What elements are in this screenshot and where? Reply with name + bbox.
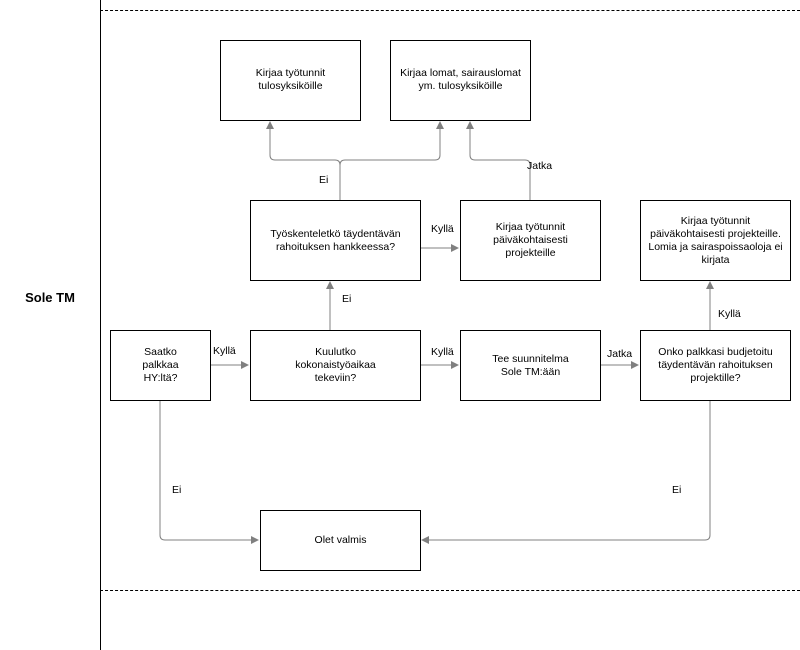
node-make-plan: Tee suunnitelma Sole TM:ään: [460, 330, 601, 401]
edge-budget-no: [421, 400, 711, 544]
node-done: Olet valmis: [260, 510, 421, 571]
edge-project-no-left: [266, 121, 341, 200]
node-salary-from-hy: Saatko palkkaa HY:ltä?: [110, 330, 211, 401]
label-budget-yes: Kyllä: [718, 308, 741, 320]
lane-top-border: [100, 10, 800, 11]
label-project-no: Ei: [319, 174, 329, 186]
edge-daily-continue: [466, 121, 531, 200]
label-daily-continue: Jatka: [527, 160, 553, 172]
swimlane-label: Sole TM: [25, 290, 75, 305]
edge-project-no-right: [339, 121, 444, 166]
node-daily-projects-1: Kirjaa työtunnit päiväkohtaisesti projek…: [460, 200, 601, 281]
node-daily-projects-2: Kirjaa työtunnit päiväkohtaisesti projek…: [640, 200, 791, 281]
node-total-worktime: Kuulutko kokonaistyöaikaa tekeviin?: [250, 330, 421, 401]
label-total-no: Ei: [342, 293, 352, 305]
node-budgeted-salary: Onko palkkasi budjetoitu täydentävän rah…: [640, 330, 791, 401]
lane-bottom-border: [100, 590, 800, 591]
lane-header-divider: [100, 0, 101, 650]
label-plan-continue: Jatka: [607, 348, 633, 360]
node-supplementary-project: Työskenteletkö täydentävän rahoituksen h…: [250, 200, 421, 281]
label-hy-yes: Kyllä: [213, 345, 236, 357]
label-project-yes: Kyllä: [431, 223, 454, 235]
label-total-yes: Kyllä: [431, 346, 454, 358]
label-budget-no: Ei: [672, 484, 682, 496]
edge-hy-no: [159, 400, 259, 544]
node-leave-units: Kirjaa lomat, sairauslomat ym. tulosyksi…: [390, 40, 531, 121]
node-hours-units: Kirjaa työtunnit tulosyksiköille: [220, 40, 361, 121]
label-hy-no: Ei: [172, 484, 182, 496]
